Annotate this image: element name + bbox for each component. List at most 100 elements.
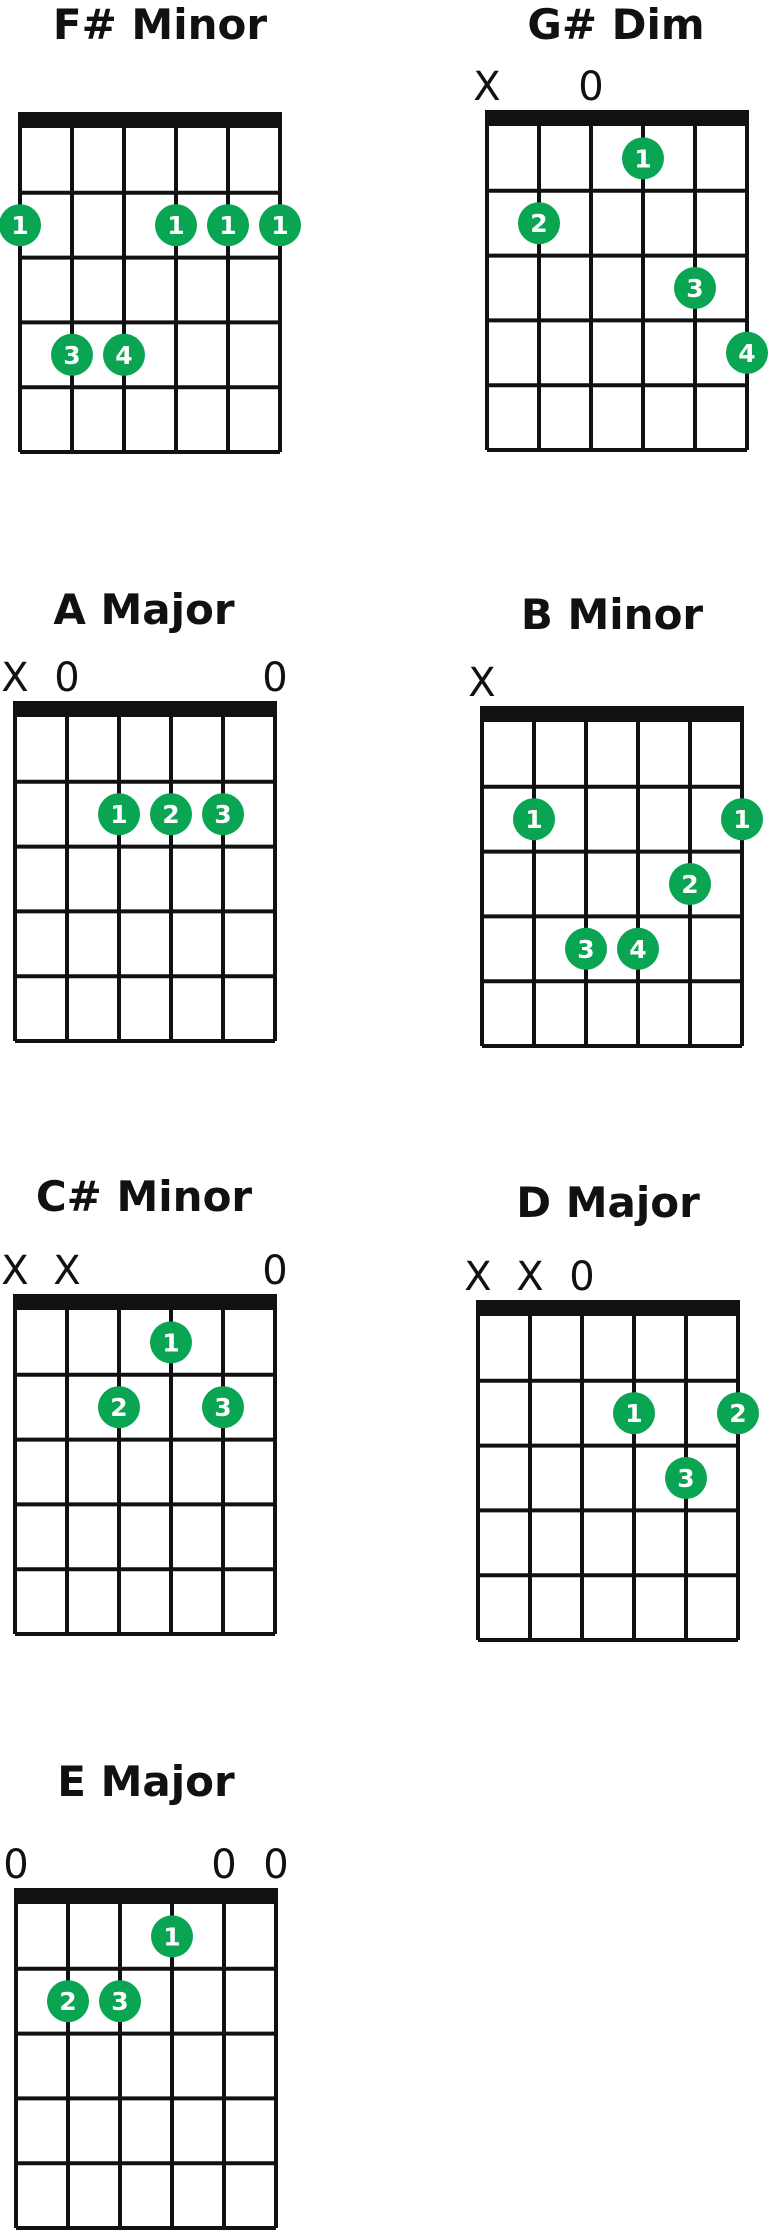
muted-string-mark: X — [516, 1254, 543, 1300]
finger-dot: 3 — [565, 927, 607, 970]
finger-number: 1 — [162, 1328, 179, 1357]
nut-bar — [14, 1888, 278, 1904]
finger-number: 2 — [59, 1987, 76, 2016]
finger-dot: 2 — [669, 863, 711, 905]
muted-string-mark: X — [1, 655, 28, 701]
finger-dot-circle — [150, 793, 192, 836]
finger-number: 2 — [729, 1399, 746, 1428]
open-string-mark: 0 — [263, 1842, 288, 1888]
finger-dot-circle — [151, 1915, 193, 1958]
finger-dot-circle — [98, 793, 140, 836]
finger-number: 2 — [530, 209, 547, 238]
finger-dot-circle — [150, 1321, 192, 1364]
nut-bar — [13, 1294, 277, 1310]
finger-number: 1 — [733, 805, 750, 834]
finger-dot: 3 — [51, 333, 93, 376]
finger-dot-circle — [103, 333, 145, 376]
chord-title: E Major — [57, 1757, 235, 1806]
finger-dot-circle — [513, 798, 555, 841]
finger-number: 3 — [577, 935, 594, 964]
finger-dot: 4 — [103, 333, 145, 376]
finger-dot: 2 — [98, 1386, 140, 1429]
finger-number: 3 — [63, 341, 80, 370]
finger-dot-circle — [613, 1392, 655, 1435]
finger-number: 1 — [163, 1922, 180, 1951]
finger-number: 1 — [525, 805, 542, 834]
finger-dot-circle — [674, 267, 716, 309]
finger-dot-circle — [622, 137, 664, 180]
finger-dot: 2 — [717, 1392, 759, 1435]
finger-dot: 4 — [726, 331, 768, 374]
finger-number: 1 — [110, 800, 127, 829]
chord-title: F# Minor — [52, 0, 268, 49]
finger-dot: 2 — [518, 202, 560, 245]
chord-title: B Minor — [520, 590, 704, 639]
finger-dot: 2 — [150, 793, 192, 836]
muted-string-mark: X — [464, 1254, 491, 1300]
finger-dot-circle — [518, 202, 560, 245]
finger-dot: 1 — [622, 137, 664, 180]
finger-number: 1 — [167, 211, 184, 240]
finger-dot-circle — [665, 1457, 707, 1499]
finger-dot: 3 — [202, 1386, 244, 1429]
finger-dot-circle — [617, 927, 659, 970]
finger-dot-circle — [98, 1386, 140, 1429]
finger-dot: 1 — [150, 1321, 192, 1364]
nut-bar — [485, 110, 749, 126]
finger-dot: 4 — [617, 927, 659, 970]
finger-dot: 1 — [613, 1392, 655, 1435]
finger-dot-circle — [202, 1386, 244, 1429]
finger-number: 2 — [110, 1393, 127, 1422]
nut-bar — [480, 706, 744, 722]
muted-string-mark: X — [473, 64, 500, 110]
finger-dot-circle — [565, 927, 607, 970]
open-string-mark: 0 — [569, 1254, 594, 1300]
finger-number: 3 — [677, 1464, 694, 1493]
finger-number: 2 — [162, 800, 179, 829]
open-string-mark: 0 — [262, 1248, 287, 1294]
finger-number: 1 — [11, 211, 28, 240]
open-string-mark: 0 — [3, 1842, 28, 1888]
finger-dot: 2 — [47, 1980, 89, 2023]
finger-dot-circle — [47, 1980, 89, 2023]
open-string-mark: 0 — [578, 64, 603, 110]
nut-bar — [476, 1300, 740, 1316]
finger-dot: 1 — [0, 204, 41, 247]
chord-title: A Major — [53, 585, 235, 634]
finger-number: 4 — [115, 341, 132, 370]
chord-title: C# Minor — [35, 1172, 253, 1221]
finger-dot: 3 — [665, 1457, 707, 1499]
open-string-mark: 0 — [211, 1842, 236, 1888]
finger-dot-circle — [669, 863, 711, 905]
finger-number: 3 — [686, 274, 703, 303]
finger-dot-circle — [202, 793, 244, 836]
finger-number: 3 — [111, 1987, 128, 2016]
chord-title: D Major — [516, 1178, 700, 1227]
finger-dot-circle — [717, 1392, 759, 1435]
finger-dot-circle — [155, 204, 197, 247]
finger-number: 4 — [629, 935, 646, 964]
finger-number: 2 — [681, 870, 698, 899]
finger-number: 1 — [271, 211, 288, 240]
finger-dot: 1 — [98, 793, 140, 836]
finger-number: 4 — [738, 339, 755, 368]
finger-dot: 1 — [513, 798, 555, 841]
finger-dot: 1 — [207, 204, 249, 247]
finger-dot-circle — [0, 204, 41, 247]
muted-string-mark: X — [53, 1248, 80, 1294]
finger-number: 3 — [214, 1393, 231, 1422]
nut-bar — [13, 701, 277, 717]
finger-dot-circle — [51, 333, 93, 376]
muted-string-mark: X — [1, 1248, 28, 1294]
finger-dot: 1 — [151, 1915, 193, 1958]
finger-number: 3 — [214, 800, 231, 829]
finger-dot: 1 — [721, 798, 763, 841]
open-string-mark: 0 — [262, 655, 287, 701]
